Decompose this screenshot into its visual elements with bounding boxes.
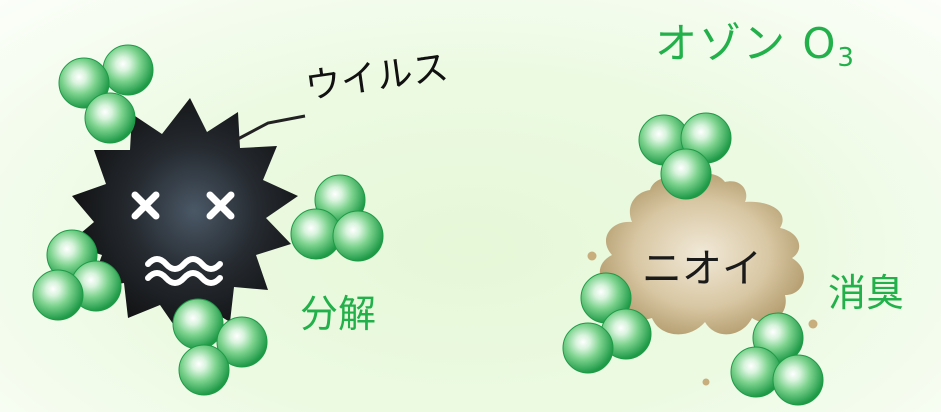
odor-droplet [808, 319, 818, 329]
odor-splat-shape [599, 173, 804, 335]
decompose-label: 分解 [300, 292, 377, 336]
ozone-molecule [172, 298, 268, 396]
virus-leader-line [235, 114, 306, 142]
virus-body [68, 98, 298, 334]
ozone-molecule [562, 272, 652, 374]
virus-eye-right [206, 191, 235, 220]
odor-droplet [587, 251, 597, 261]
deodorize-label: 消臭 [828, 271, 905, 315]
virus-eye-left [131, 191, 160, 220]
ozone-title: オゾン O3 [655, 19, 854, 73]
ozone-subscript: 3 [837, 43, 854, 73]
ozone-molecule [290, 174, 384, 262]
virus-spiky-shape [68, 98, 298, 334]
odor-droplet [702, 378, 710, 386]
virus-mouth [145, 270, 223, 286]
ozone-molecule [730, 312, 824, 406]
odor-label: ニオイ [642, 246, 762, 292]
ozone-molecule [638, 112, 732, 200]
virus-mouth [145, 256, 223, 272]
ozone-molecule [58, 44, 154, 144]
odor-splat [587, 173, 818, 386]
ozone-molecule [32, 229, 122, 321]
